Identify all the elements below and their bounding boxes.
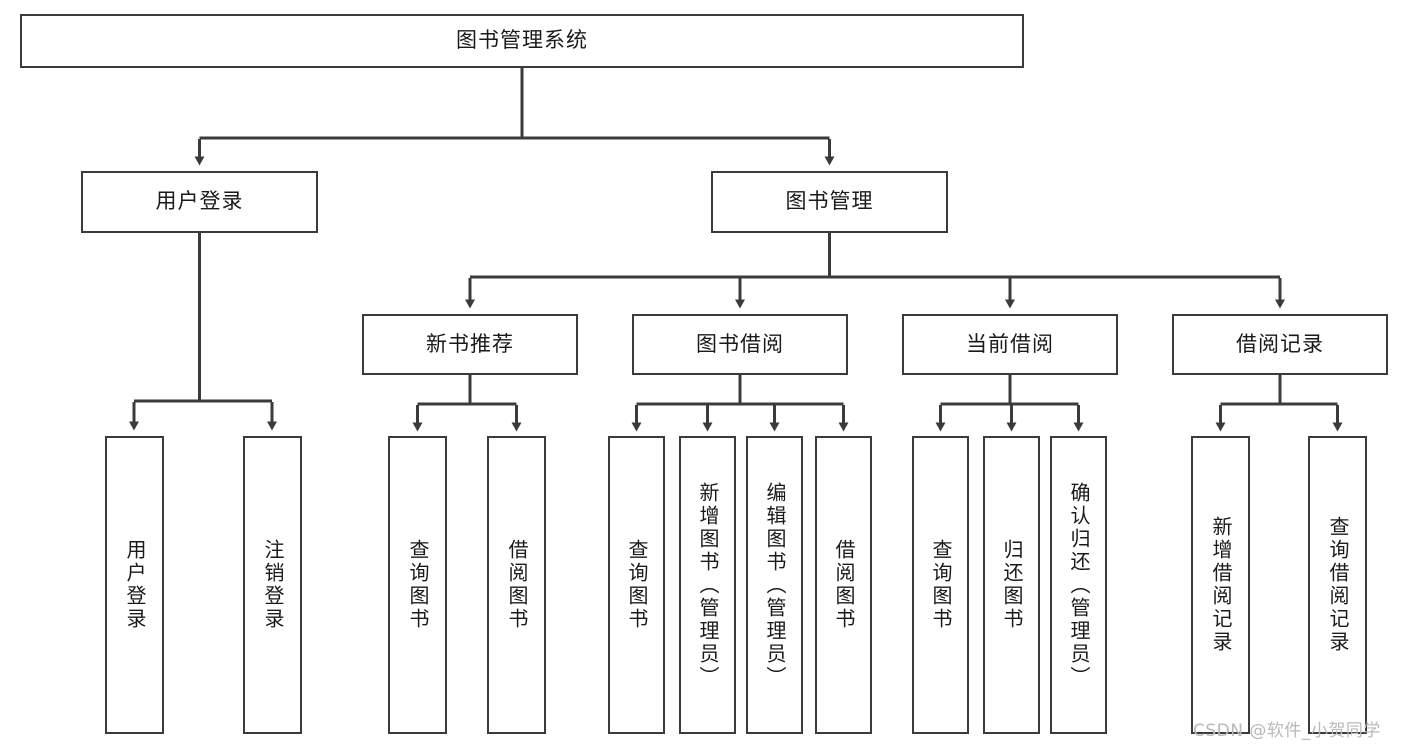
leaf-node-add-borrow-record[interactable]: 新增借阅记录 (1191, 436, 1250, 734)
node-root-system[interactable]: 图书管理系统 (20, 14, 1024, 68)
leaf-label: 确认归还（管理员） (1067, 481, 1091, 689)
leaf-node-add-book-admin[interactable]: 新增图书（管理员） (679, 436, 736, 734)
leaf-label: 借阅图书 (505, 539, 529, 631)
node-current-borrow[interactable]: 当前借阅 (902, 314, 1118, 375)
leaf-node-query-book-borrow[interactable]: 查询图书 (608, 436, 665, 734)
node-book-management[interactable]: 图书管理 (711, 171, 948, 233)
leaf-label: 新增借阅记录 (1209, 516, 1233, 654)
leaf-node-user-login[interactable]: 用户登录 (105, 436, 164, 734)
csdn-watermark: CSDN @软件_小贺同学 (1193, 721, 1381, 741)
node-user-login[interactable]: 用户登录 (81, 171, 318, 233)
leaf-node-query-borrow-record[interactable]: 查询借阅记录 (1308, 436, 1367, 734)
leaf-label: 用户登录 (123, 539, 147, 631)
leaf-node-edit-book-admin[interactable]: 编辑图书（管理员） (746, 436, 803, 734)
leaf-label: 借阅图书 (832, 539, 856, 631)
leaf-node-confirm-return-admin[interactable]: 确认归还（管理员） (1050, 436, 1107, 734)
leaf-node-borrow-book[interactable]: 借阅图书 (815, 436, 872, 734)
leaf-node-borrow-book-recommend[interactable]: 借阅图书 (487, 436, 546, 734)
leaf-node-return-book[interactable]: 归还图书 (983, 436, 1040, 734)
leaf-label: 注销登录 (261, 539, 285, 631)
leaf-node-query-book-recommend[interactable]: 查询图书 (388, 436, 447, 734)
node-borrow-record[interactable]: 借阅记录 (1172, 314, 1388, 375)
node-book-borrow[interactable]: 图书借阅 (632, 314, 848, 375)
leaf-label: 归还图书 (1000, 539, 1024, 631)
leaf-label: 查询图书 (625, 539, 649, 631)
leaf-node-query-book-current[interactable]: 查询图书 (912, 436, 969, 734)
leaf-label: 查询图书 (406, 539, 430, 631)
leaf-label: 查询借阅记录 (1326, 516, 1350, 654)
leaf-node-logout[interactable]: 注销登录 (243, 436, 302, 734)
leaf-label: 新增图书（管理员） (696, 481, 720, 689)
leaf-label: 编辑图书（管理员） (763, 481, 787, 689)
node-new-book-recommend[interactable]: 新书推荐 (362, 314, 578, 375)
leaf-label: 查询图书 (929, 539, 953, 631)
